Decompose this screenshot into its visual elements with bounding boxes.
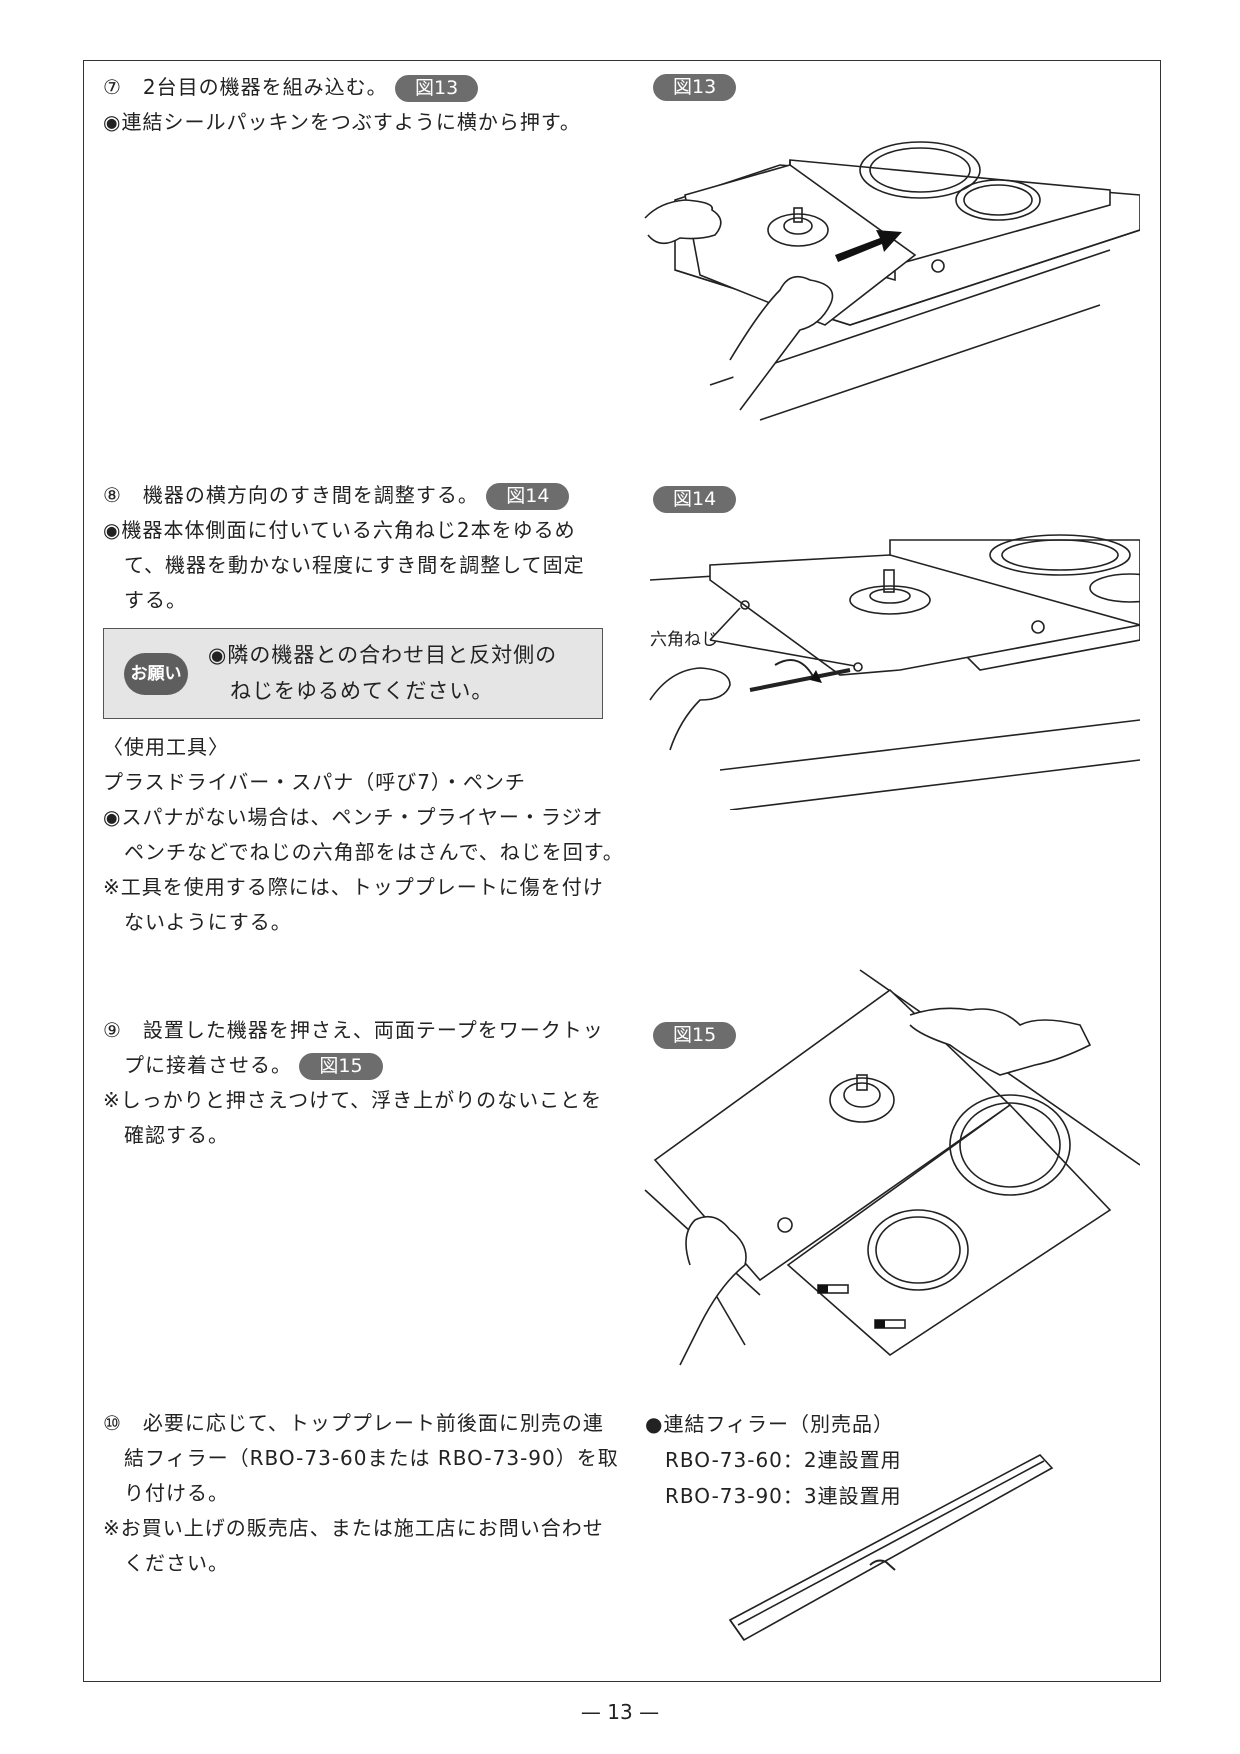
- ih-hob-plate: [786, 1103, 1112, 1357]
- step-7-heading: ⑦ 2台目の機器を組み込む。 図13: [103, 70, 603, 105]
- lower-gloved-hand-icon: [679, 1215, 747, 1366]
- fig13-ref-badge: 図13: [395, 75, 479, 102]
- tools-line: プラスドライバー・スパナ（呼び7）・ペンチ: [103, 770, 526, 794]
- fig14-ref-badge: 図14: [486, 483, 570, 510]
- step-9-line: 確認する。: [124, 1123, 229, 1147]
- right-gloved-hand-icon: [729, 275, 834, 411]
- step-10: ⑩ 必要に応じて、トッププレート前後面に別売の連 結フィラー（RBO-73-60…: [103, 1406, 619, 1581]
- accessory-title: ●連結フィラー（別売品）: [645, 1412, 895, 1436]
- step-10-line: ※お買い上げの販売店、または施工店にお問い合わせ: [103, 1516, 604, 1540]
- fig14-label: 図14: [653, 486, 737, 513]
- fig13-label: 図13: [653, 74, 737, 101]
- step-10-line: ください。: [124, 1551, 229, 1575]
- fig13-illustration: [644, 141, 1140, 421]
- note-line: ◉隣の機器との合わせ目と反対側の: [208, 643, 558, 667]
- tools-line: ペンチなどでねじの六角部をはさんで、ねじを回す。: [124, 840, 624, 864]
- filler-accessory: ●連結フィラー（別売品） RBO-73-60：2連設置用 RBO-73-90：3…: [645, 1406, 902, 1514]
- step-10-line: り付ける。: [124, 1481, 229, 1505]
- step-9: ⑨ 設置した機器を押さえ、両面テープをワークトッ プに接着させる。 図15 ※し…: [103, 1013, 603, 1153]
- step-8-line: ◉機器本体側面に付いている六角ねじ2本をゆるめ: [103, 518, 576, 542]
- gas-hob-plate: [709, 554, 1140, 676]
- tools-heading: 〈使用工具〉: [103, 735, 229, 759]
- rotate-arrow-icon: [810, 670, 822, 683]
- filler-bar-illustration: [728, 1454, 1054, 1642]
- step-7: ⑦ 2台目の機器を組み込む。 図13 ◉連結シールパッキンをつぶすように横から押…: [103, 70, 603, 140]
- upper-gloved-hand-icon: [909, 1007, 1092, 1076]
- step-9-heading: ⑨ 設置した機器を押さえ、両面テープをワークトッ: [103, 1018, 604, 1042]
- gloved-hand-icon: [649, 667, 731, 751]
- caution-note-text: ◉隣の機器との合わせ目と反対側の ねじをゆるめてください。: [208, 637, 557, 709]
- push-arrow-icon: [835, 230, 902, 262]
- tools-section: 〈使用工具〉 プラスドライバー・スパナ（呼び7）・ペンチ ◉スパナがない場合は、…: [103, 730, 624, 940]
- gas-hob-plate: [684, 164, 917, 326]
- step-8-heading: ⑧ 機器の横方向のすき間を調整する。 図14: [103, 478, 603, 513]
- tools-line: ◉スパナがない場合は、ペンチ・プライヤー・ラジオ: [103, 805, 604, 829]
- step-8-line: する。: [124, 588, 187, 612]
- caution-note-box: お願い ◉隣の機器との合わせ目と反対側の ねじをゆるめてください。: [103, 628, 603, 719]
- step-8-line: て、機器を動かない程度にすき間を調整して固定: [124, 553, 585, 577]
- step-10-line: ⑩ 必要に応じて、トッププレート前後面に別売の連: [103, 1411, 604, 1435]
- fig15-ref-badge: 図15: [299, 1053, 383, 1080]
- page-frame: [83, 60, 1161, 1682]
- fig14-illustration: 六角ねじ: [649, 534, 1140, 810]
- fig15-label: 図15: [653, 1022, 737, 1049]
- step-9-heading-cont: プに接着させる。 図15: [103, 1048, 603, 1083]
- page-number: — 13 —: [580, 1700, 660, 1724]
- step-9-line: ※しっかりと押さえつけて、浮き上がりのないことを: [103, 1088, 603, 1112]
- step-10-line: 結フィラー（RBO-73-60または RBO-73-90）を取: [124, 1446, 619, 1470]
- tools-line: ※工具を使用する際には、トッププレートに傷を付け: [103, 875, 604, 899]
- tools-line: ないようにする。: [124, 910, 292, 934]
- left-gloved-hand-icon: [644, 199, 722, 245]
- onegai-icon: お願い: [124, 653, 188, 695]
- step-8: ⑧ 機器の横方向のすき間を調整する。 図14 ◉機器本体側面に付いている六角ねじ…: [103, 478, 603, 618]
- hex-screw-callout: 六角ねじ: [650, 630, 718, 650]
- accessory-item: RBO-73-90：3連設置用: [665, 1484, 902, 1508]
- note-line: ねじをゆるめてください。: [230, 679, 494, 703]
- accessory-item: RBO-73-60：2連設置用: [665, 1448, 902, 1472]
- fig15-illustration: [644, 969, 1140, 1366]
- step-7-line: ◉連結シールパッキンをつぶすように横から押す。: [103, 110, 581, 134]
